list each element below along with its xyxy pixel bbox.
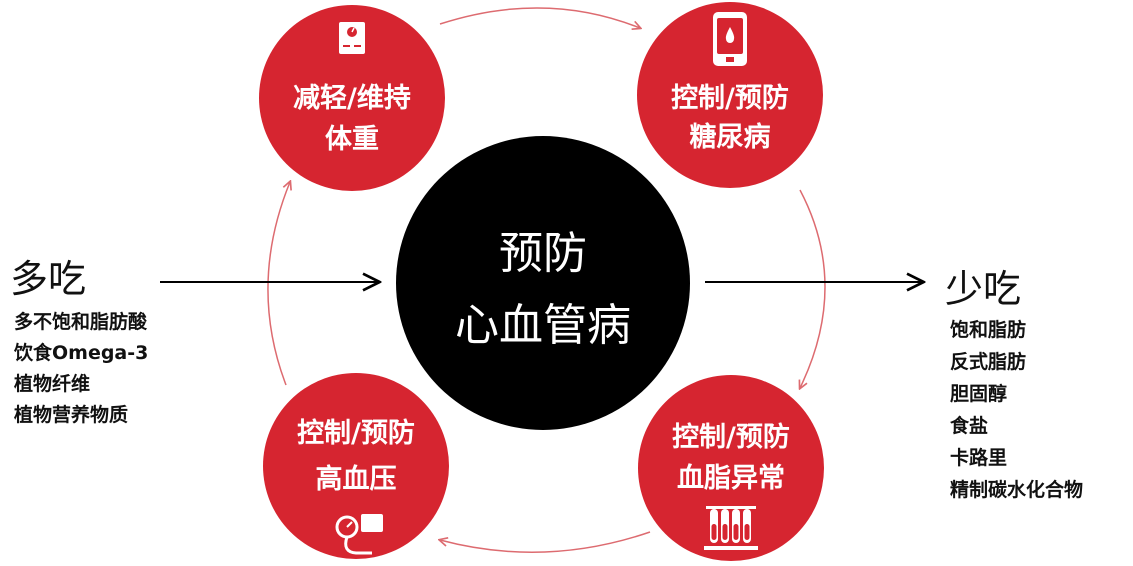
center-line2: 心血管病 <box>455 300 631 351</box>
eat-less-item: 食盐 <box>950 414 988 437</box>
eat-less-item: 胆固醇 <box>950 382 1007 405</box>
node-hypertension-line1: 控制/预防 <box>297 418 415 449</box>
node-weight: 减轻/维持 体重 <box>259 5 445 191</box>
cycle-arrow-left <box>267 182 290 386</box>
eat-less-item: 精制碳水化合物 <box>950 478 1083 501</box>
cycle-arrow-bottom <box>440 531 651 553</box>
node-hypertension-line2: 高血压 <box>316 463 397 495</box>
eat-less-item: 饱和脂肪 <box>950 318 1026 341</box>
node-diabetes-line2: 糖尿病 <box>690 121 771 153</box>
eat-more-item: 多不饱和脂肪酸 <box>14 310 148 333</box>
node-diabetes-line1: 控制/预防 <box>671 83 789 114</box>
node-weight-line2: 体重 <box>325 124 379 155</box>
eat-more-heading: 多吃 <box>10 257 86 301</box>
glucose-meter-icon <box>713 12 747 66</box>
blood-pressure-monitor-icon <box>335 514 383 555</box>
eat-less-group: 少吃 饱和脂肪 反式脂肪 胆固醇 食盐 卡路里 精制碳水化合物 <box>945 267 1083 501</box>
eat-less-heading: 少吃 <box>945 267 1021 311</box>
node-hypertension: 控制/预防 高血压 <box>263 373 449 559</box>
eat-more-item: 植物纤维 <box>14 372 90 395</box>
node-hypertension-circle <box>263 373 449 559</box>
node-weight-line1: 减轻/维持 <box>293 83 411 114</box>
test-tubes-icon <box>704 506 758 550</box>
center-circle <box>396 136 690 430</box>
eat-more-item: 饮食Omega-3 <box>13 341 148 364</box>
scale-icon <box>339 22 365 54</box>
eat-more-group: 多吃 多不饱和脂肪酸 饮食Omega-3 植物纤维 植物营养物质 <box>10 257 148 426</box>
center-node: 预防 心血管病 <box>396 136 690 430</box>
node-diabetes-circle <box>637 2 823 188</box>
node-diabetes: 控制/预防 糖尿病 <box>637 2 823 188</box>
node-dyslipidemia-line2: 血脂异常 <box>677 463 785 494</box>
eat-more-item: 植物营养物质 <box>14 403 128 426</box>
eat-less-item: 卡路里 <box>950 446 1007 469</box>
center-line1: 预防 <box>499 228 587 279</box>
node-dyslipidemia-circle <box>638 375 824 561</box>
node-dyslipidemia: 控制/预防 血脂异常 <box>638 375 824 561</box>
node-weight-circle <box>259 5 445 191</box>
cycle-arrow-right <box>800 189 826 388</box>
node-dyslipidemia-line1: 控制/预防 <box>672 422 790 453</box>
eat-less-item: 反式脂肪 <box>950 350 1026 373</box>
cycle-arrow-top <box>439 7 640 28</box>
